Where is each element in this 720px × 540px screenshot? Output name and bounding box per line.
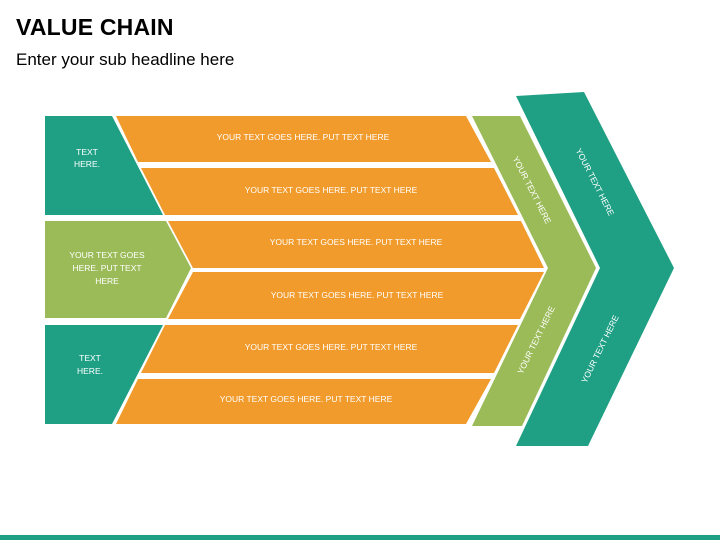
left-middle-line-3: HERE xyxy=(95,276,119,286)
orange-row-1 xyxy=(116,116,491,162)
row-text-3: YOUR TEXT GOES HERE. PUT TEXT HERE xyxy=(270,237,443,247)
orange-row-2 xyxy=(141,168,518,215)
teal-chevron xyxy=(516,92,674,446)
orange-row-3 xyxy=(168,221,544,268)
orange-row-4 xyxy=(168,272,544,319)
left-bottom-line-2: HERE. xyxy=(77,366,103,376)
left-block-middle xyxy=(45,221,191,318)
left-block-bottom xyxy=(45,325,163,424)
row-text-1: YOUR TEXT GOES HERE. PUT TEXT HERE xyxy=(217,132,390,142)
row-text-4: YOUR TEXT GOES HERE. PUT TEXT HERE xyxy=(271,290,444,300)
page-title: VALUE CHAIN xyxy=(16,14,174,40)
row-text-6: YOUR TEXT GOES HERE. PUT TEXT HERE xyxy=(220,394,393,404)
row-text-2: YOUR TEXT GOES HERE. PUT TEXT HERE xyxy=(245,185,418,195)
orange-row-6 xyxy=(116,379,491,424)
green-chevron xyxy=(472,116,596,426)
bottom-accent-bar xyxy=(0,535,720,540)
left-top-line-1: TEXT xyxy=(76,147,98,157)
row-text-5: YOUR TEXT GOES HERE. PUT TEXT HERE xyxy=(245,342,418,352)
orange-row-5 xyxy=(141,325,518,373)
left-middle-line-1: YOUR TEXT GOES xyxy=(69,250,145,260)
page-subtitle: Enter your sub headline here xyxy=(16,50,235,69)
left-middle-line-2: HERE. PUT TEXT xyxy=(72,263,141,273)
left-top-line-2: HERE. xyxy=(74,159,100,169)
left-block-top xyxy=(45,116,163,215)
left-bottom-line-1: TEXT xyxy=(79,353,101,363)
